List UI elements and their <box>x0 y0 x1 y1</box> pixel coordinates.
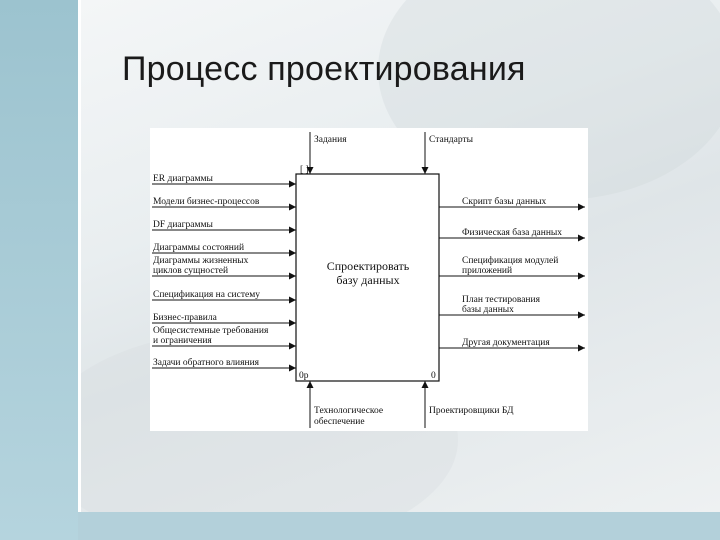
activity-label-line1: Спроектировать <box>327 259 410 273</box>
mechanism-label-designers: Проектировщики БД <box>429 406 514 416</box>
activity-node-code: 0р <box>299 371 309 381</box>
input-label: Модели бизнес-процессов <box>153 196 260 207</box>
activity-box <box>295 173 440 382</box>
activity-label-line2: базу данных <box>336 273 399 287</box>
idef0-diagram-svg: Спроектировать базу данных 0р 0 [ ] Зада… <box>152 132 585 428</box>
output-label: Скрипт базы данных <box>462 196 547 207</box>
input-label: и ограничения <box>153 336 212 346</box>
input-label: циклов сущностей <box>153 265 228 276</box>
output-label: Другая документация <box>462 338 550 348</box>
input-label: Диаграммы состояний <box>153 242 244 253</box>
input-label: DF диаграммы <box>153 220 214 230</box>
output-label: базы данных <box>462 304 514 315</box>
bottom-bar <box>78 512 720 540</box>
input-label: Общесистемные требования <box>153 325 269 336</box>
input-label: Диаграммы жизненных <box>153 256 249 266</box>
output-label: План тестирования <box>462 295 541 305</box>
control-label-tasks: Задания <box>314 135 347 145</box>
control-label-standards: Стандарты <box>429 135 474 145</box>
input-label: Спецификация на систему <box>153 289 260 300</box>
output-label: Физическая база данных <box>462 227 562 238</box>
output-label: приложений <box>462 265 512 276</box>
activity-number: 0 <box>431 371 436 381</box>
idef0-diagram: Спроектировать базу данных 0р 0 [ ] Зада… <box>150 128 588 431</box>
input-label: ER диаграммы <box>153 174 214 184</box>
activity-top-mark: [ ] <box>300 165 309 175</box>
slide-title: Процесс проектирования <box>122 50 526 88</box>
panel-divider-line <box>78 0 81 512</box>
left-accent-strip <box>0 0 78 540</box>
output-label: Спецификация модулей <box>462 255 558 266</box>
mechanism-label-tech-line2: обеспечение <box>314 416 365 427</box>
input-label: Задачи обратного влияния <box>153 357 260 368</box>
input-label: Бизнес-правила <box>153 313 218 323</box>
mechanism-label-tech-line1: Технологическое <box>314 406 383 416</box>
